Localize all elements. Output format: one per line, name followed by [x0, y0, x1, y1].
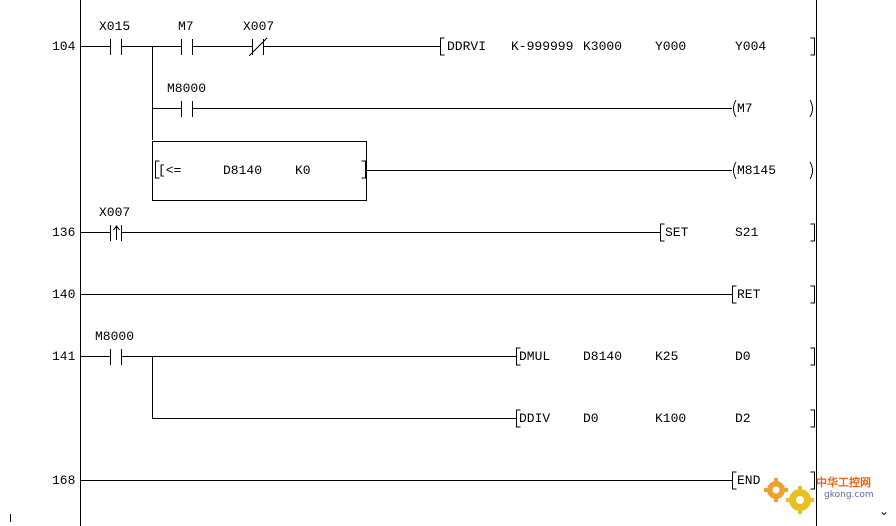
instruction-ddrvi[interactable]: DDRVI K-999999 K3000 Y000 Y004 [440, 37, 815, 56]
svg-text:SET: SET [665, 225, 689, 240]
step-number: 136 [52, 225, 75, 240]
step-number: 140 [52, 287, 75, 302]
branch-compare-m8145[interactable]: [<= D8140 K0 M8145 [152, 141, 813, 201]
rung-168[interactable]: 168 END [52, 471, 815, 490]
branch-m8000-m7[interactable]: M8000 M7 [152, 81, 813, 118]
svg-text:END: END [737, 473, 761, 488]
compare-block[interactable] [152, 141, 367, 201]
contact-m7[interactable]: M7 [178, 19, 194, 55]
svg-text:D0: D0 [735, 349, 751, 364]
svg-text:X007: X007 [243, 19, 274, 34]
svg-text:D0: D0 [583, 411, 599, 426]
gear-icon [764, 478, 814, 514]
chevron-down-icon[interactable]: ⌄ [879, 504, 890, 518]
rung-140[interactable]: 140 RET [52, 285, 815, 304]
rung-141[interactable]: 141 M8000 DMUL D8140 K25 D0 DDIV D0 K100… [52, 329, 815, 428]
svg-text:D2: D2 [735, 411, 751, 426]
gkong-watermark-logo: 中华工控网 gkong.com [764, 475, 874, 514]
instruction-dmul[interactable]: DMUL D8140 K25 D0 [516, 347, 815, 366]
svg-text:D8140: D8140 [223, 163, 262, 178]
svg-text:X015: X015 [99, 19, 130, 34]
instruction-set[interactable]: SET S21 [660, 223, 815, 242]
svg-text:X007: X007 [99, 205, 130, 220]
svg-text:中华工控网: 中华工控网 [816, 475, 871, 489]
svg-text:Y000: Y000 [655, 39, 686, 54]
svg-text:M8000: M8000 [167, 81, 206, 96]
contact-x007-rising[interactable]: X007 [80, 205, 130, 241]
contact-x015[interactable]: X015 [99, 19, 130, 55]
svg-text:[<=: [<= [158, 163, 182, 178]
svg-text:Y004: Y004 [735, 39, 766, 54]
coil-m8145[interactable] [733, 161, 737, 180]
contact-x007-nc[interactable]: X007 [243, 19, 274, 57]
svg-text:K3000: K3000 [583, 39, 622, 54]
svg-text:DDRVI: DDRVI [447, 39, 486, 54]
svg-text:M7: M7 [178, 19, 194, 34]
svg-text:M8145: M8145 [737, 163, 776, 178]
instruction-ddiv[interactable]: DDIV D0 K100 D2 [516, 409, 815, 428]
svg-text:M8000: M8000 [95, 329, 134, 344]
rung-104[interactable]: 104 X015 M7 X007 DDRVI K-999999 [52, 19, 815, 201]
svg-text:S21: S21 [735, 225, 759, 240]
svg-text:M7: M7 [737, 101, 753, 116]
step-number: 104 [52, 39, 76, 54]
step-number: 141 [52, 349, 76, 364]
svg-text:K100: K100 [655, 411, 686, 426]
svg-text:D8140: D8140 [583, 349, 622, 364]
step-number: 168 [52, 473, 75, 488]
svg-text:RET: RET [737, 287, 761, 302]
svg-text:K-999999: K-999999 [511, 39, 573, 54]
svg-text:DDIV: DDIV [519, 411, 550, 426]
contact-m8000[interactable]: M8000 [80, 329, 134, 365]
svg-text:gkong.com: gkong.com [824, 490, 874, 500]
svg-text:K25: K25 [655, 349, 678, 364]
coil-m7[interactable] [733, 99, 737, 118]
rung-136[interactable]: 136 X007 SET S21 [52, 205, 815, 242]
instruction-end[interactable]: END [732, 471, 815, 490]
svg-text:DMUL: DMUL [519, 349, 550, 364]
instruction-ret[interactable]: RET [732, 285, 815, 304]
svg-text:K0: K0 [295, 163, 311, 178]
